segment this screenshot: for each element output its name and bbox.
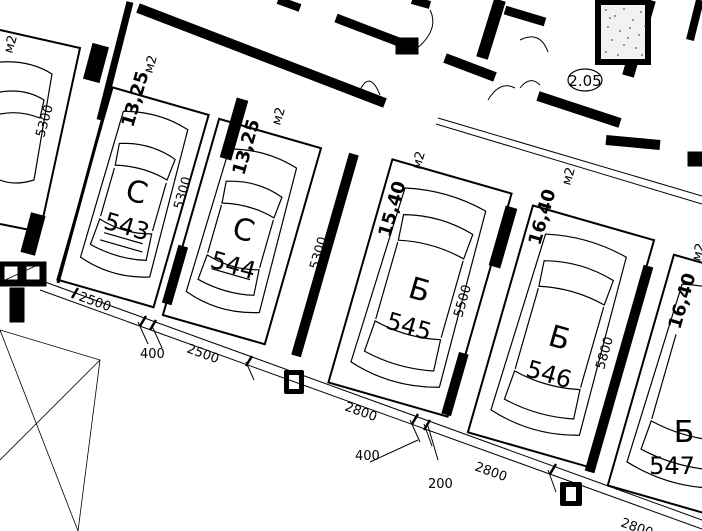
area-unit: м2 [1,34,20,56]
space-category: С [122,173,152,212]
space-area: 13,25 [118,69,154,130]
car-outline-icon [490,233,627,436]
area-unit: м2 [141,54,160,76]
area-unit: м2 [269,106,288,128]
area-unit: м2 [689,242,702,264]
corridor-edge [435,117,702,205]
space-number: 544 [207,246,259,286]
space-category: Б [545,319,574,358]
left-structure [0,1,134,323]
gap-dimension: 400 [140,347,165,362]
car-outline-icon [350,187,487,388]
dimension-chain [39,281,702,530]
space-width: 2800 [619,516,655,531]
space-area: 15,40 [375,179,411,240]
room-number: 2.05 [568,72,601,90]
space-area: 16,40 [665,271,701,332]
technical-room-hatched [595,0,651,65]
room-label: 2.05 [567,68,603,92]
space-category: Б [405,271,434,310]
parking-space-547 [606,253,702,523]
space-width: 2800 [343,400,379,425]
space-number: 547 [649,452,695,480]
car-outline-icon [79,110,189,278]
space-width: 2500 [185,342,221,367]
area-unit: м2 [559,166,578,188]
space-category: С [228,211,258,250]
space-number: 546 [523,355,575,395]
car-outline-icon [626,283,702,489]
dimension-ticks [70,287,558,475]
space-number: 545 [383,307,435,347]
space-category: Б [674,415,695,450]
car-outline-icon [0,61,53,184]
space-number: 543 [101,207,153,247]
space-length: 5800 [593,335,617,371]
gap-dimension: 200 [428,477,453,492]
area-unit: м2 [409,150,428,172]
hatched-zone [0,263,101,531]
parking-space-partial-left [0,29,82,234]
space-width: 2800 [473,460,509,485]
gap-dimension: 400 [355,449,380,464]
space-length: 5300 [33,103,57,139]
door-swings [359,9,549,101]
car-outline-icon [185,148,298,314]
